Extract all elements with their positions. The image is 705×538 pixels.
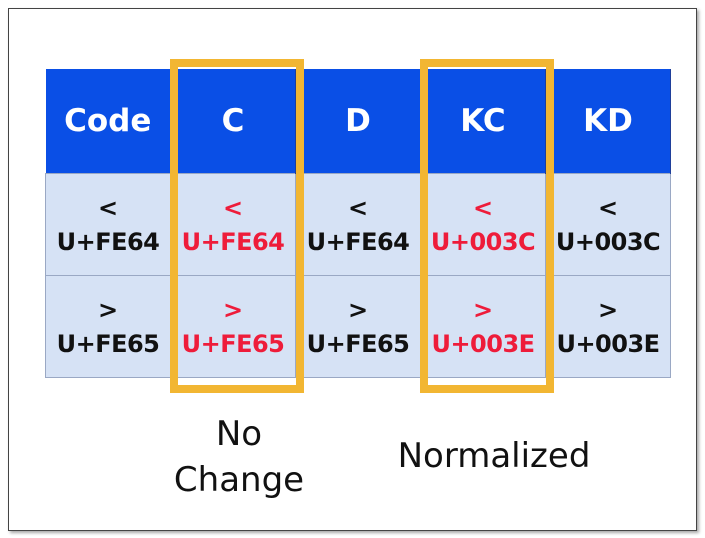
header-kd: KD [545,69,671,174]
cell-kd: < U+003C [545,173,671,276]
code-point: U+FE64 [181,227,285,256]
cell-kc: > U+003E [420,275,546,378]
header-code: Code [45,69,171,174]
char: < [222,193,244,222]
table-row: > U+FE65 > U+FE65 > U+FE65 > U+003E > U+… [45,275,671,378]
char: < [97,193,119,222]
normalization-table: Code C D KC KD < U+FE64 < U+FE64 < U+FE6… [45,69,671,378]
highlight-box-c [170,59,304,393]
cell-c: < U+FE64 [170,173,296,276]
cell-d: < U+FE64 [295,173,421,276]
code-point: U+FE65 [306,329,410,358]
char: < [472,193,494,222]
code-point: U+003E [431,329,535,358]
header-row: Code C D KC KD [45,69,671,174]
code-point: U+FE64 [306,227,410,256]
char: > [222,295,244,324]
code-point: U+003C [555,227,661,256]
code-point: U+FE64 [56,227,160,256]
cell-d: > U+FE65 [295,275,421,378]
cell-c: > U+FE65 [170,275,296,378]
char: < [597,193,619,222]
cell-kc: < U+003C [420,173,546,276]
char: < [347,193,369,222]
code-point: U+003E [556,329,660,358]
header-d: D [295,69,421,174]
char: > [597,295,619,324]
cell-code: < U+FE64 [45,173,171,276]
char: > [347,295,369,324]
caption-normalized: Normalized [397,436,591,476]
code-point: U+FE65 [56,329,160,358]
highlight-box-kc [420,59,554,393]
cell-code: > U+FE65 [45,275,171,378]
slide: Code C D KC KD < U+FE64 < U+FE64 < U+FE6… [8,8,697,531]
header-c: C [170,69,296,174]
caption-no-change: No Change [173,414,305,500]
char: > [472,295,494,324]
cell-kd: > U+003E [545,275,671,378]
code-point: U+FE65 [181,329,285,358]
code-point: U+003C [430,227,536,256]
header-kc: KC [420,69,546,174]
char: > [97,295,119,324]
table-row: < U+FE64 < U+FE64 < U+FE64 < U+003C < U+… [45,173,671,276]
